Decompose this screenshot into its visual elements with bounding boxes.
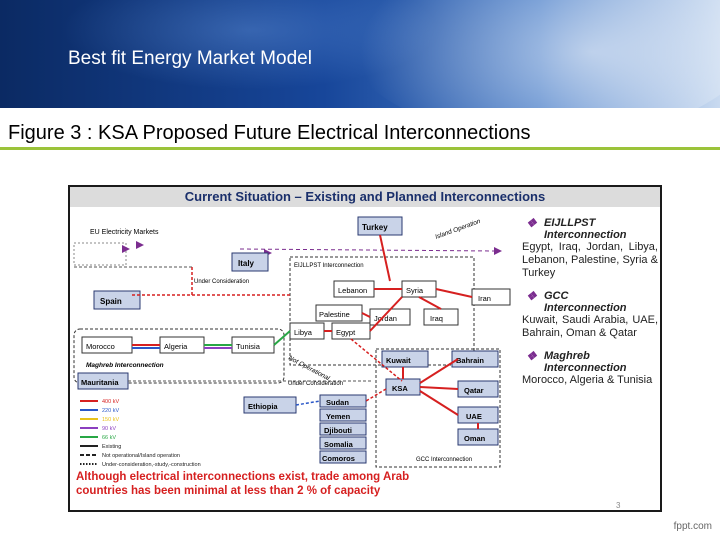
eijllpst-label: EIJLLPST Interconnection [294,263,364,269]
legend-label: 66 kV [102,435,116,441]
panel-title: Current Situation – Existing and Planned… [70,187,660,207]
not-operational-label: Not Operational [287,355,331,383]
gcc-boundary [375,348,501,468]
sidebar-title: GCC [544,290,569,302]
legend-label: 150 kV [102,417,119,423]
box-djibouti [319,422,367,436]
label-oman: Oman [464,434,486,443]
label-kuwait: Kuwait [386,356,411,365]
sidebar-subtitle: Interconnection [544,229,627,241]
figure-title: Figure 3 : KSA Proposed Future Electrica… [0,116,720,150]
gcc-label: GCC Interconnection [416,457,472,463]
label-syria: Syria [406,286,424,295]
label-qatar: Qatar [464,386,484,395]
label-ethiopia: Ethiopia [248,402,278,411]
label-lebanon: Lebanon [338,286,367,295]
label-egypt: Egypt [336,328,356,337]
sidebar-block-gcc: ❖ GCC Interconnection Kuwait, Saudi Arabi… [522,289,658,340]
box-italy [231,252,269,272]
maghreb-boundary [73,328,285,384]
arrow-right [494,247,502,255]
box-spain [93,290,141,310]
sidebar-block-maghreb: ❖ Maghreb Interconnection Morocco, Algeri… [522,349,658,387]
label-jordan: Jordan [374,314,397,323]
legend-label: Existing [102,444,121,450]
box-bahrain [451,350,499,368]
eijllpst-boundary [289,256,475,366]
caption-line-1: Although electrical interconnections exi… [76,471,410,483]
caption-line-2: countries has been minimal at less than … [76,485,381,497]
legend-label: 220 kV [102,408,119,414]
sidebar-body: Morocco, Algeria & Tunisia [522,374,653,386]
label-iran: Iran [478,294,491,303]
diamond-bullet-icon: ❖ [526,289,537,303]
interconnection-map: EU Electricity Markets EIJLLPST Intercon… [73,216,511,468]
sidebar-block-eijllpst: ❖ EIJLLPST Interconnection Egypt, Iraq, J… [522,216,658,280]
box-comoros [319,450,367,464]
diamond-bullet-icon: ❖ [526,216,537,230]
interconnection-lines [128,234,479,429]
eu-markets-label: EU Electricity Markets [90,229,159,236]
sidebar-subtitle: Interconnection [544,302,627,314]
box-somalia [319,436,367,450]
sidebar-title: Maghreb [544,350,590,362]
diamond-bullet-icon: ❖ [526,349,537,363]
legend-label: 90 kV [102,426,116,432]
label-iraq: Iraq [430,314,443,323]
label-yemen: Yemen [326,412,351,421]
turkey-link [239,248,495,252]
arrow-up-left [136,241,144,249]
label-tunisia: Tunisia [236,342,261,351]
sidebar-body: Kuwait, Saudi Arabia, UAE, Bahrain, Oman… [522,314,658,339]
box-yemen [319,408,367,422]
eu-dashed-zone [73,242,127,266]
label-comoros: Comoros [322,454,355,463]
label-bahrain: Bahrain [456,356,484,365]
legend-label: Not operational/Island operation [102,453,180,459]
sidebar-body: Egypt, Iraq, Jordan, Libya, Lebanon, Pal… [522,241,658,279]
under-consideration-2: Under Consideration [288,381,343,387]
deck-title: Best fit Energy Market Model [68,48,312,69]
under-consideration-1: Under Consideration [194,279,249,285]
header-swirl [340,0,720,108]
watermark: fppt.com [673,521,712,532]
sidebar-title: EIJLLPST [544,217,596,229]
page-number: 3 [616,501,621,510]
sidebar-subtitle: Interconnection [544,362,627,374]
maghreb-label: Maghreb Interconnection [86,362,164,369]
box-sudan [319,394,367,408]
label-ksa: KSA [392,384,408,393]
label-morocco: Morocco [86,342,115,351]
header-banner: Best fit Energy Market Model [0,0,720,108]
label-turkey: Turkey [362,223,388,232]
label-palestine: Palestine [319,310,350,319]
island-operation-label: Island Operation [434,218,482,241]
label-italy: Italy [238,259,255,268]
label-sudan: Sudan [326,398,349,407]
label-mauritania: Mauritania [81,378,119,387]
sidebar-notes: ❖ EIJLLPST Interconnection Egypt, Iraq, J… [522,216,658,397]
label-somalia: Somalia [324,440,354,449]
arrow-left [122,245,130,253]
label-spain: Spain [100,297,122,306]
label-uae: UAE [466,412,482,421]
label-libya: Libya [294,328,313,337]
box-kuwait [381,350,429,368]
figure-panel: Current Situation – Existing and Planned… [68,185,662,512]
caption: Although electrical interconnections exi… [76,470,516,498]
label-djibouti: Djibouti [324,426,352,435]
label-algeria: Algeria [164,342,188,351]
legend-label: 400 kV [102,399,119,405]
legend: 400 kV 220 kV 150 kV 90 kV 66 kV ExistingNot … [80,399,201,468]
legend-label: Under-consideration,-study,-construction [102,462,201,468]
